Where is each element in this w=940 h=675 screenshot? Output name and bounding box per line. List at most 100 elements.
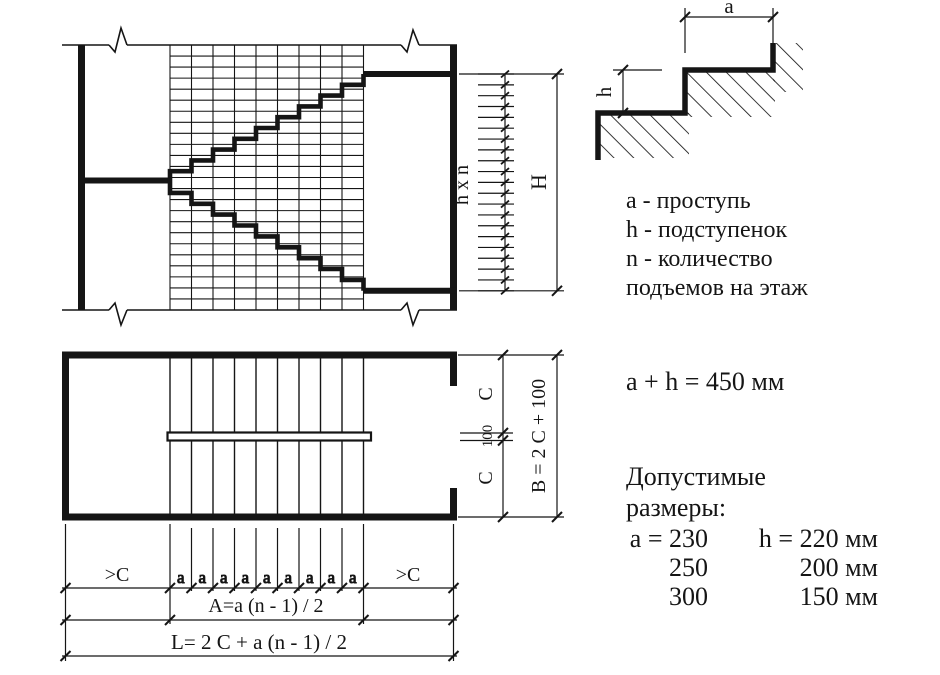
- riser-level-tick: [500, 145, 510, 155]
- riser-level-tick: [500, 80, 510, 90]
- section-dim-ticks: [551, 68, 563, 297]
- flight-divider: [166, 431, 373, 442]
- tread-a-label: a: [328, 568, 336, 587]
- tread-a-label: a: [177, 568, 185, 587]
- tread-a-label: a: [220, 568, 228, 587]
- dimension-tick: [293, 582, 305, 594]
- break-mark: [400, 27, 420, 54]
- riser-level-tick: [500, 134, 510, 144]
- dimension-tick: [228, 582, 241, 594]
- hxn-label: h x n: [451, 165, 473, 205]
- allowed-title-line1: Допустимые: [626, 462, 766, 491]
- dimension-tick: [314, 582, 327, 594]
- tread-a-label: a: [263, 568, 271, 587]
- dimension-tick: [59, 614, 72, 626]
- dimension-tick: [164, 614, 176, 626]
- hatch-under-lower-tread: [598, 113, 689, 158]
- allowed-sizes-table: a = 230 h = 220 мм 250 200 мм 300 150 мм: [626, 524, 878, 611]
- riser-level-tick: [500, 286, 510, 295]
- riser-level-tick: [500, 178, 510, 187]
- tread-a-label: a: [306, 568, 314, 587]
- section-bottom-boundary: [62, 301, 457, 328]
- tread-a-label: a: [349, 568, 357, 587]
- tread-a-label: a: [285, 568, 293, 587]
- riser-level-tick: [500, 167, 510, 176]
- size-h-value: 150 мм: [799, 582, 878, 611]
- plan-dim-ticks: [497, 349, 563, 523]
- tread-a-label: a: [199, 568, 207, 587]
- riser-level-tick: [500, 113, 510, 122]
- riser-level-tick: [500, 91, 510, 100]
- break-mark: [108, 301, 128, 328]
- dimension-tick: [497, 434, 509, 447]
- size-a-value: a = 230: [629, 524, 708, 553]
- riser-level-tick: [500, 210, 510, 220]
- L-formula-label: L= 2 C + a (n - 1) / 2: [171, 630, 347, 654]
- riser-level-tick: [500, 221, 510, 230]
- plan-c-bottom-label: C: [475, 471, 497, 484]
- chain-ticks: [59, 582, 460, 662]
- size-a-value: 250: [669, 553, 708, 582]
- sum-formula: a + h = 450 мм: [626, 367, 785, 396]
- step-detail: a h: [592, 0, 803, 160]
- section-top-boundary: [62, 25, 457, 54]
- riser-level-tick: [500, 254, 510, 263]
- dimension-tick: [250, 582, 262, 594]
- size-row: a = 230 h = 220 мм: [626, 524, 878, 553]
- H-label: H: [526, 174, 551, 190]
- size-a-value: 300: [669, 582, 708, 611]
- legend-line-a: a - проступь: [626, 188, 751, 214]
- legend-line-h: h - подступенок: [626, 217, 788, 243]
- size-h-value: h = 220 мм: [758, 524, 878, 553]
- break-mark: [400, 301, 420, 328]
- dimension-tick: [185, 582, 198, 594]
- dimension-tick: [617, 107, 629, 119]
- c-right-label: >C: [396, 564, 421, 586]
- hatch-right-of-riser: [773, 43, 803, 92]
- dimension-tick: [497, 349, 509, 361]
- dimension-tick: [447, 582, 460, 594]
- legend-line-n2: подъемов на этаж: [626, 275, 808, 301]
- hxn-riser-ticks: [478, 69, 514, 295]
- dimension-tick: [59, 650, 72, 662]
- riser-level-tick: [500, 189, 510, 198]
- chain-extension-lines: [64, 524, 455, 661]
- dimension-tick: [767, 11, 779, 23]
- dimension-tick: [357, 614, 370, 626]
- dimension-tick: [679, 11, 691, 23]
- riser-level-tick: [500, 243, 510, 252]
- riser-level-tick: [500, 69, 510, 79]
- hatch-under-upper-tread: [685, 70, 775, 117]
- riser-h-label: h: [592, 86, 616, 97]
- size-row: 250 200 мм: [626, 553, 878, 582]
- stair-flight-profile: [167, 74, 366, 182]
- chain-lines: [62, 587, 457, 657]
- dimension-tick: [551, 285, 563, 297]
- dimension-tick: [447, 650, 460, 662]
- riser-level-tick: [500, 199, 510, 209]
- dimension-tick: [551, 68, 563, 80]
- dimension-tick: [497, 511, 509, 523]
- size-row: 300 150 мм: [626, 582, 878, 611]
- stair-flights: [167, 74, 366, 291]
- riser-level-tick: [500, 275, 510, 285]
- section-view: h x n H: [62, 25, 564, 328]
- step-profile: [595, 43, 776, 160]
- legend-line-n: n - количество: [626, 246, 773, 272]
- plan-100-label: 100: [480, 425, 496, 448]
- riser-level-tick: [500, 156, 510, 165]
- dimension-tick: [551, 349, 563, 361]
- tread-a-label: a: [242, 568, 250, 587]
- riser-level-tick: [500, 124, 510, 133]
- dimension-tick: [336, 582, 348, 594]
- dimension-tick: [59, 582, 72, 594]
- dimension-tick: [271, 582, 284, 594]
- allowed-sizes-title: Допустимые размеры:: [626, 461, 766, 523]
- dimension-tick: [617, 64, 629, 76]
- riser-level-tick: [500, 232, 510, 241]
- tread-a-label: a: [724, 0, 734, 18]
